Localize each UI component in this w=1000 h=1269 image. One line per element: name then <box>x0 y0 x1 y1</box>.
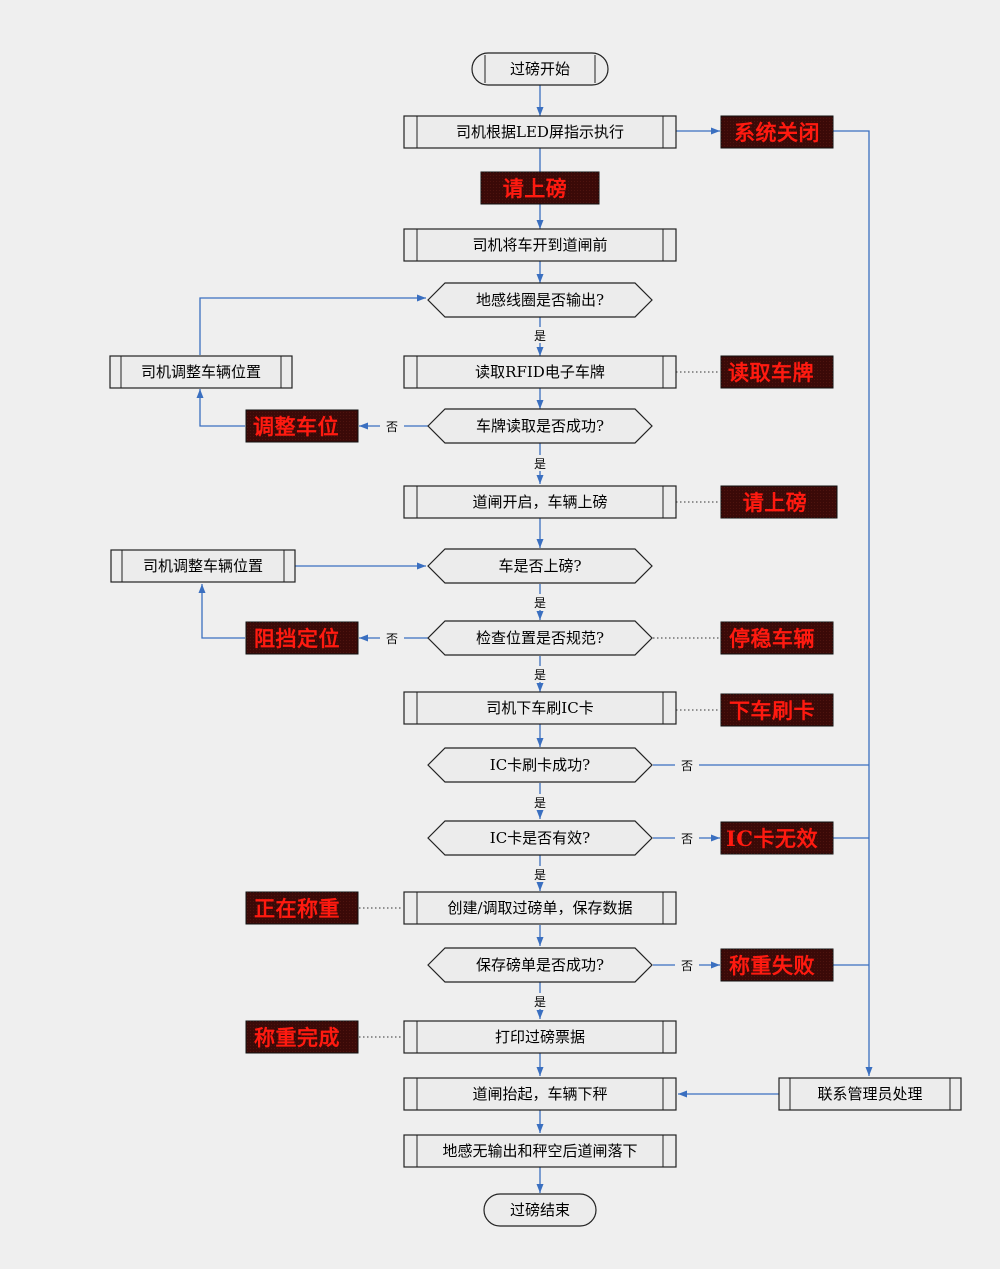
decision-ic-valid: IC卡是否有效? <box>427 820 653 856</box>
process-adjust-position-1: 司机调整车辆位置 <box>109 355 293 389</box>
decision-label: 地感线圈是否输出? <box>476 291 604 309</box>
led-ic-invalid: IC卡无效 <box>720 821 834 855</box>
process-label: 读取RFID电子车牌 <box>475 363 605 381</box>
led-weighing: 正在称重 <box>245 891 359 925</box>
led-please-on-scale-1: 请上磅 <box>480 171 600 205</box>
led-weigh-failed: 称重失败 <box>720 948 834 982</box>
process-create-ticket: 创建/调取过磅单，保存数据 <box>403 891 677 925</box>
edge-label-yes: 是 <box>534 596 546 610</box>
led-blocked-position: 阻挡定位 <box>245 621 359 655</box>
led-text: 请上磅 <box>503 176 568 201</box>
led-please-on-scale-2: 请上磅 <box>720 485 838 519</box>
led-adjust-car: 调整车位 <box>245 409 359 443</box>
led-get-off-swipe: 下车刷卡 <box>720 693 834 727</box>
process-gate-close: 地感无输出和秤空后道闸落下 <box>403 1134 677 1168</box>
led-text: 调整车位 <box>253 414 339 439</box>
led-text: IC卡无效 <box>726 826 818 851</box>
process-read-rfid: 读取RFID电子车牌 <box>403 355 677 389</box>
decision-label: 车是否上磅? <box>498 557 581 575</box>
led-text: 阻挡定位 <box>254 626 340 651</box>
edge-label-no: 否 <box>386 632 398 646</box>
decision-label: IC卡刷卡成功? <box>490 756 590 774</box>
edge-label-yes: 是 <box>534 868 546 882</box>
decision-on-scale: 车是否上磅? <box>427 548 653 584</box>
led-system-closed: 系统关闭 <box>720 115 834 149</box>
process-swipe-ic: 司机下车刷IC卡 <box>403 691 677 725</box>
process-label: 道闸抬起，车辆下秤 <box>472 1085 607 1103</box>
led-text: 读取车牌 <box>728 360 814 385</box>
end-label: 过磅结束 <box>510 1201 570 1219</box>
led-text: 称重完成 <box>254 1025 340 1050</box>
process-label: 司机调整车辆位置 <box>141 363 261 381</box>
process-label: 创建/调取过磅单，保存数据 <box>447 899 632 917</box>
process-label: 司机根据LED屏指示执行 <box>456 123 624 141</box>
process-gate-open: 道闸开启，车辆上磅 <box>403 485 677 519</box>
process-label: 联系管理员处理 <box>817 1085 922 1103</box>
process-label: 道闸开启，车辆上磅 <box>472 493 607 511</box>
connectors <box>196 84 873 1193</box>
start-terminal: 过磅开始 <box>471 52 609 86</box>
decision-label: 保存磅单是否成功? <box>476 956 604 974</box>
edge-label-no: 否 <box>681 832 693 846</box>
decision-label: 车牌读取是否成功? <box>476 417 604 435</box>
decision-label: IC卡是否有效? <box>490 829 590 847</box>
edge-label-yes: 是 <box>534 796 546 810</box>
led-text: 请上磅 <box>743 490 808 515</box>
edge-label-no: 否 <box>681 959 693 973</box>
decision-plate-read-ok: 车牌读取是否成功? <box>427 408 653 444</box>
end-terminal: 过磅结束 <box>483 1193 597 1227</box>
process-contact-admin: 联系管理员处理 <box>778 1077 962 1111</box>
process-label: 司机将车开到道闸前 <box>472 236 607 254</box>
process-driver-follow-led: 司机根据LED屏指示执行 <box>403 115 677 149</box>
process-label: 打印过磅票据 <box>495 1028 585 1046</box>
led-weigh-done: 称重完成 <box>245 1020 359 1054</box>
led-reading-plate: 读取车牌 <box>720 355 834 389</box>
decision-label: 检查位置是否规范? <box>476 629 604 647</box>
start-label: 过磅开始 <box>510 60 570 78</box>
edge-label-yes: 是 <box>534 668 546 682</box>
process-gate-lift: 道闸抬起，车辆下秤 <box>403 1077 677 1111</box>
edge-labels: 是 否 是 是 否 是 否 是 否 是 否 是 <box>380 327 699 1009</box>
led-text: 停稳车辆 <box>729 626 815 651</box>
edge-label-no: 否 <box>386 420 398 434</box>
decision-save-ok: 保存磅单是否成功? <box>427 947 653 983</box>
process-label: 地感无输出和秤空后道闸落下 <box>442 1142 637 1160</box>
edge-label-yes: 是 <box>534 457 546 471</box>
led-text: 称重失败 <box>729 953 815 978</box>
led-stop-vehicle: 停稳车辆 <box>720 621 834 655</box>
process-label: 司机调整车辆位置 <box>143 557 263 575</box>
edge-label-no: 否 <box>681 759 693 773</box>
led-text: 系统关闭 <box>734 120 820 145</box>
decision-position-ok: 检查位置是否规范? <box>427 620 653 656</box>
dotted-links <box>359 371 720 1038</box>
decision-loop-output: 地感线圈是否输出? <box>427 282 653 318</box>
decision-ic-swipe-ok: IC卡刷卡成功? <box>427 747 653 783</box>
edge-label-yes: 是 <box>534 329 546 343</box>
process-adjust-position-2: 司机调整车辆位置 <box>110 549 296 583</box>
process-label: 司机下车刷IC卡 <box>486 699 593 717</box>
edge-label-yes: 是 <box>534 995 546 1009</box>
process-print-ticket: 打印过磅票据 <box>403 1020 677 1054</box>
led-text: 下车刷卡 <box>729 698 815 723</box>
led-text: 正在称重 <box>254 896 340 921</box>
process-drive-to-gate: 司机将车开到道闸前 <box>403 228 677 262</box>
